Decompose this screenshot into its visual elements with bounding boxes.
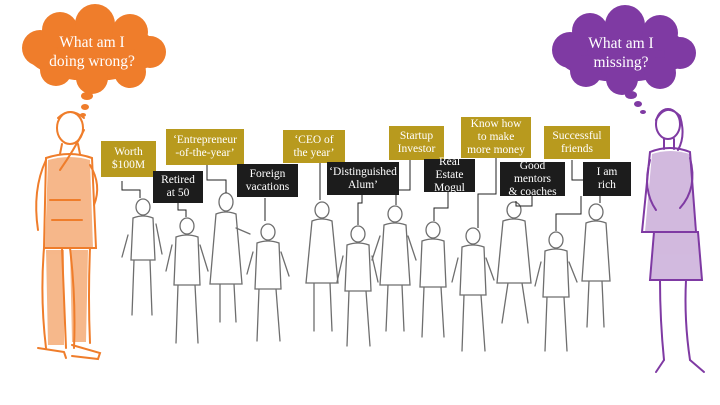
label-distinguished-alum: ‘Distinguished Alum’ (327, 162, 399, 195)
label-entrepreneur-of-the-year: ‘Entrepreneur -of-the-year’ (166, 129, 244, 165)
thought-text-left: What am I doing wrong? (49, 34, 135, 70)
thought-text-right: What am I missing? (588, 35, 654, 71)
crowd-of-people (121, 192, 611, 352)
label-i-am-rich: I am rich (583, 162, 631, 196)
label-worth-100m: Worth $100M (101, 141, 156, 177)
label-startup-investor: Startup Investor (389, 126, 444, 160)
label-real-estate-mogul: Real Estate Mogul (424, 156, 475, 194)
label-know-how-to-make-more-money: Know how to make more money (461, 117, 531, 158)
label-leader-lines (121, 158, 601, 231)
label-retired-at-50: Retired at 50 (153, 171, 203, 203)
thought-cloud-right (552, 5, 696, 114)
thought-cloud-left (22, 4, 166, 117)
thinking-woman-figure (640, 108, 705, 373)
label-ceo-of-the-year: ‘CEO of the year’ (283, 130, 345, 163)
label-good-mentors-and-coaches: Good mentors & coaches (500, 160, 565, 198)
label-foreign-vacations: Foreign vacations (237, 164, 298, 197)
label-successful-friends: Successful friends (544, 126, 610, 159)
